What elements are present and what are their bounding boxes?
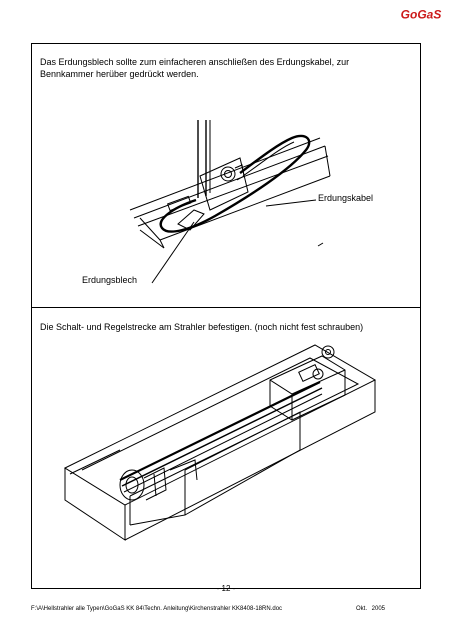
footer-date: Okt. 2005 [356,606,386,612]
footer-file-path: F:\A\Hellstrahler alle Typen\GoGaS KK 84… [31,606,283,612]
label-erdungskabel: Erdungskabel [318,193,374,203]
grounding-plate-drawing [129,120,331,284]
section-divider [31,307,421,308]
page-number: - 12 - [216,584,236,593]
section1-caption: Das Erdungsblech sollte zum einfacheren … [40,57,350,79]
gogas-logo: GoGaS [401,8,442,22]
section2-caption: Die Schalt- und Regelstrecke am Strahler… [40,322,364,332]
heater-control-assembly-drawing [63,344,377,541]
logo-text: GoGaS [401,8,442,22]
content-frame [31,43,421,589]
label-erdungsblech: Erdungsblech [82,275,138,285]
